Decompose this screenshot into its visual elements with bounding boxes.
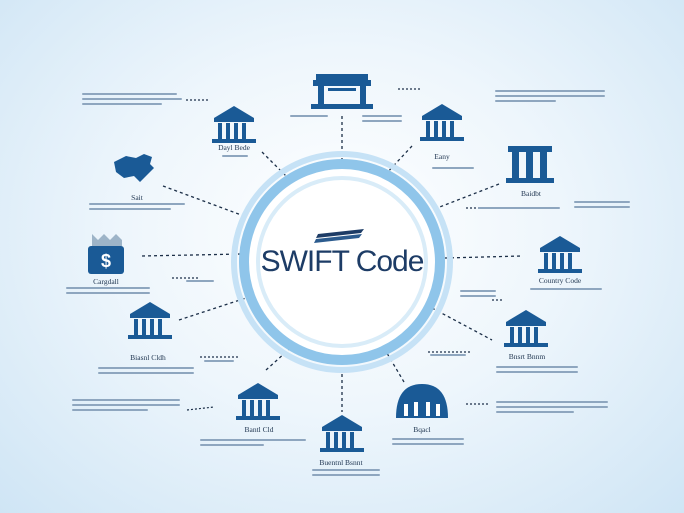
text-block-bottom-center — [312, 466, 380, 479]
label-right-lower: Bnsrt Bnnm — [508, 352, 546, 361]
connector-upper-left — [261, 151, 297, 187]
connector-left-bank — [178, 297, 247, 321]
label-right-country: Country Code — [538, 276, 582, 285]
text-block-top-center-left — [290, 112, 328, 120]
text-block-upper-left — [222, 152, 248, 160]
label-bottom-left: Bantl Cld — [244, 425, 274, 434]
connector-upper-right — [383, 145, 413, 177]
bottom-right-icon — [396, 384, 448, 418]
label-left-map: Sait — [131, 193, 143, 202]
left-map-icon — [114, 154, 154, 182]
text-block-right-lower — [496, 363, 578, 376]
text-block-top-left — [82, 90, 182, 108]
outer-halo — [231, 151, 453, 373]
connector-left-dollar — [141, 253, 243, 257]
label-upper-right: Eany — [434, 152, 450, 161]
right-country-icon — [538, 236, 582, 273]
swift-logo-icon — [314, 229, 364, 243]
inner-ring — [256, 176, 428, 348]
text-block-bottom-left-2 — [200, 436, 306, 449]
swift-code-title: SWIFT Code — [260, 245, 425, 278]
left-dollar-icon: $ — [88, 234, 124, 274]
right-lower-icon — [504, 310, 548, 347]
text-block-right-country-2 — [530, 285, 602, 293]
connector-left-map — [162, 185, 245, 217]
text-block-bottom-left — [72, 396, 180, 414]
text-block-left-dollar — [66, 284, 150, 297]
left-bank-icon — [128, 302, 172, 339]
text-block-upper-right — [432, 164, 474, 172]
text-block-right-lower-2 — [430, 351, 466, 359]
bottom-left-icon — [236, 383, 280, 420]
upper-right-icon — [420, 104, 464, 141]
text-block-top-center-right — [362, 112, 402, 125]
connector-right-country — [444, 255, 523, 259]
text-block-top-right — [495, 87, 605, 105]
connector-right-lower — [431, 307, 493, 341]
label-bottom-right: Bqacl — [413, 425, 431, 434]
text-block-left-bank — [98, 364, 194, 377]
bottom-center-icon — [320, 415, 364, 452]
label-right-pillars: Baidbt — [521, 189, 541, 198]
text-block-left-dollar-2 — [186, 277, 214, 285]
text-block-right-pillars-2 — [574, 198, 630, 211]
center-ring — [231, 151, 453, 373]
text-block-left-bank-2 — [204, 357, 234, 365]
label-bottom-center: Buentnl Bsnnt — [319, 458, 363, 467]
right-pillars-icon — [506, 146, 554, 183]
text-block-bottom-right — [392, 435, 464, 448]
text-block-right-bottom — [496, 398, 608, 416]
pointer-lines — [172, 88, 504, 411]
svg-text:$: $ — [101, 251, 111, 271]
text-block-left-map — [89, 200, 185, 213]
text-block-right-pillars — [478, 204, 560, 212]
upper-left-icon — [212, 106, 256, 143]
label-left-dollar: Cargdall — [93, 277, 119, 286]
label-upper-left: Dayl Bede — [218, 143, 250, 152]
label-left-bank: Biasnl Cldh — [130, 353, 166, 362]
text-block-right-country — [460, 287, 496, 300]
top-center-icon — [311, 74, 373, 109]
